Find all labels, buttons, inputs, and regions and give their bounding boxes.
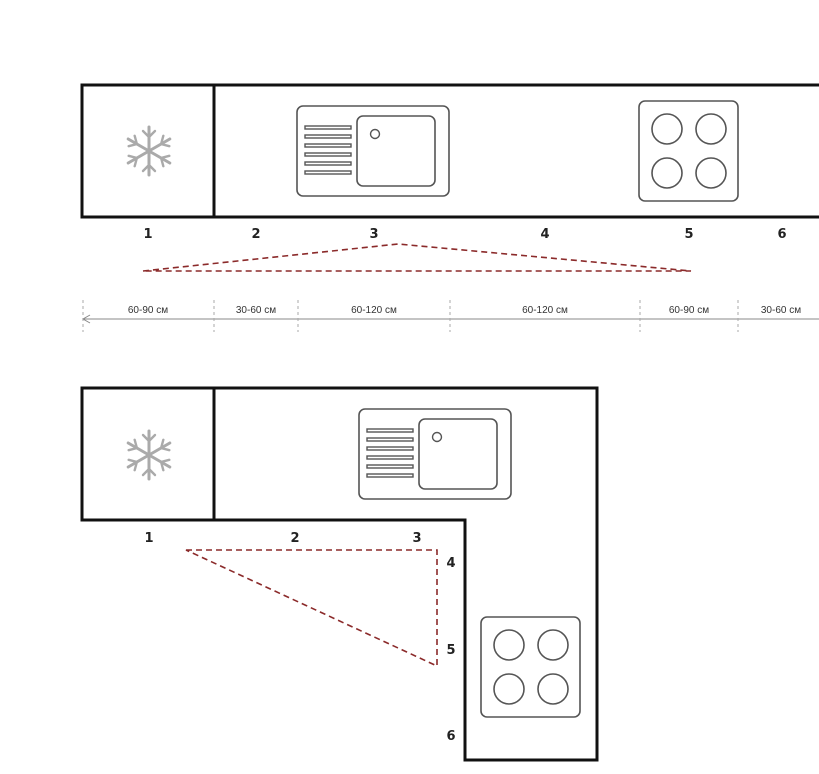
l-counter-outline bbox=[80, 386, 599, 762]
zone-number-4: 4 bbox=[446, 556, 455, 571]
work-triangle-l bbox=[185, 549, 438, 668]
dimension-label-1: 60-90 см bbox=[128, 305, 168, 316]
zone-number-5: 5 bbox=[446, 643, 455, 658]
linear-counter-outline bbox=[80, 83, 819, 219]
zone-number-6: 6 bbox=[777, 227, 786, 242]
dimension-label-4: 60-120 см bbox=[522, 305, 568, 316]
zone-number-1: 1 bbox=[143, 227, 152, 242]
linear-layout: 1 2 3 4 5 6 60-90 см 30-60 см 60-120 см … bbox=[80, 83, 819, 332]
dimension-label-3: 60-120 см bbox=[351, 305, 397, 316]
snowflake-icon bbox=[126, 125, 172, 177]
cooktop-icon bbox=[480, 616, 581, 718]
zone-number-6: 6 bbox=[446, 729, 455, 744]
zone-number-3: 3 bbox=[412, 531, 421, 546]
zone-number-4: 4 bbox=[540, 227, 549, 242]
dimension-label-5: 60-90 см bbox=[669, 305, 709, 316]
zone-number-1: 1 bbox=[144, 531, 153, 546]
snowflake-icon bbox=[126, 429, 172, 481]
zone-number-3: 3 bbox=[369, 227, 378, 242]
sink-icon bbox=[358, 408, 512, 500]
dimension-label-2: 30-60 см bbox=[236, 305, 276, 316]
zone-number-2: 2 bbox=[290, 531, 299, 546]
work-triangle-linear bbox=[142, 243, 692, 272]
dimension-line bbox=[81, 300, 819, 332]
dimension-label-6: 30-60 см bbox=[761, 305, 801, 316]
cooktop-icon bbox=[638, 100, 739, 202]
l-shaped-layout: 1 2 3 4 5 6 bbox=[80, 386, 599, 762]
zone-number-5: 5 bbox=[684, 227, 693, 242]
sink-icon bbox=[296, 105, 450, 197]
zone-number-2: 2 bbox=[251, 227, 260, 242]
